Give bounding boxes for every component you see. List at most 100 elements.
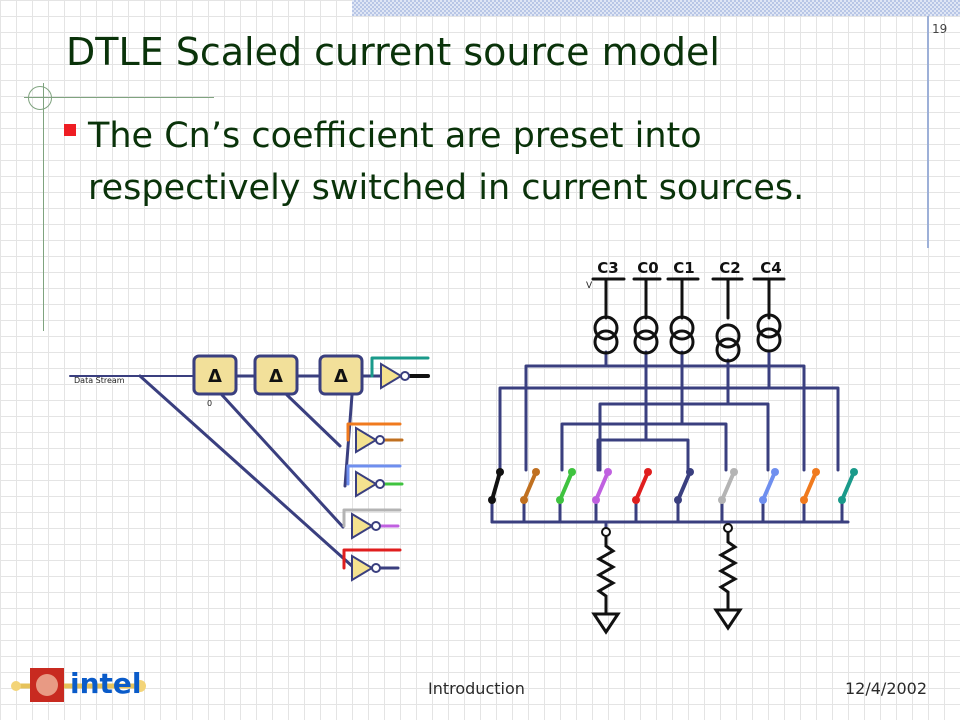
- switch-contact-top-8: [771, 468, 779, 476]
- current-source-ring-top: [756, 313, 782, 339]
- switch-arm-7: [720, 470, 736, 502]
- coefficient-label-C2: C2: [719, 259, 740, 277]
- resistor-left: [595, 536, 617, 614]
- bus-c3: [524, 350, 608, 472]
- switch-arm-2: [522, 470, 538, 502]
- switch-contact-top-6: [686, 468, 694, 476]
- coefficient-label-C1: C1: [673, 259, 694, 277]
- tap-gray-wire: [342, 508, 402, 528]
- tap-blue-wire: [346, 464, 402, 486]
- resistor-left-node: [601, 527, 611, 537]
- switch-contact-bottom-5: [632, 496, 640, 504]
- bus-c2-left: [598, 358, 730, 472]
- switch-contact-bottom-7: [718, 496, 726, 504]
- current-source-ring-top: [633, 315, 659, 341]
- switch-arm-3: [558, 470, 574, 502]
- footer-date: 12/4/2002: [845, 679, 928, 698]
- switch-contact-bottom-8: [759, 496, 767, 504]
- switch-contact-top-7: [730, 468, 738, 476]
- tap-wire-3: [285, 393, 342, 448]
- right-decor-rule: [927, 16, 929, 248]
- current-source-ring-top: [593, 315, 619, 341]
- bus-c3-right: [604, 364, 806, 472]
- data-stream-label: Data Stream: [74, 376, 125, 385]
- inverter-2-bubble: [375, 435, 385, 445]
- bus-c0-left: [596, 350, 648, 472]
- switch-contact-top-1: [496, 468, 504, 476]
- current-source-ring-top: [715, 323, 741, 349]
- delay-symbol: Δ: [208, 366, 222, 387]
- bullet-text: The Cn’s coefficient are preset into res…: [88, 116, 805, 208]
- current-source-ring-bottom: [715, 337, 741, 363]
- slide-title: DTLE Scaled current source model: [66, 30, 720, 74]
- intel-logo: intel: [11, 667, 146, 702]
- tap-wire-1: [138, 374, 354, 568]
- delay-box-1: [192, 354, 238, 396]
- switch-arm-6: [676, 470, 692, 502]
- intel-logo-text: intel: [70, 667, 142, 700]
- bus-c1-right: [680, 422, 728, 472]
- tap-orange-wire: [346, 422, 402, 442]
- switch-contact-top-4: [604, 468, 612, 476]
- current-source-ring-top: [669, 315, 695, 341]
- inverter-4-bubble: [371, 521, 381, 531]
- switch-contact-top-3: [568, 468, 576, 476]
- resistor-left-ground-icon: [591, 612, 621, 635]
- switch-arm-9: [802, 470, 818, 502]
- resistor-right-ground-icon: [713, 608, 743, 631]
- bus-c4-left: [498, 350, 771, 472]
- switch-arm-8: [761, 470, 777, 502]
- bus-c0-right: [644, 438, 690, 472]
- tap-wire-2: [220, 393, 345, 529]
- switch-contact-bottom-9: [800, 496, 808, 504]
- inverter-4: [351, 512, 374, 540]
- inverter-1-bubble: [400, 371, 410, 381]
- inverter-3-bubble: [375, 479, 385, 489]
- current-source-ring-bottom: [633, 329, 659, 355]
- v-label: V: [586, 281, 593, 291]
- delay-box-2: [253, 354, 299, 396]
- inverter-1: [380, 362, 403, 390]
- inverter-5-bubble: [371, 563, 381, 573]
- horizontal-decor-rule: [24, 97, 214, 98]
- bus-c1-left: [560, 350, 684, 472]
- bullet-square-icon: [64, 124, 76, 136]
- current-source-ring-bottom: [756, 327, 782, 353]
- current-source-ring-bottom: [593, 329, 619, 355]
- delay-symbol: Δ: [334, 366, 348, 387]
- vertical-decor-rule: [43, 83, 44, 331]
- inverter-3: [355, 470, 378, 498]
- delay-box-3: [318, 354, 364, 396]
- coefficient-label-C4: C4: [760, 259, 781, 277]
- switch-arm-4: [594, 470, 610, 502]
- switch-contact-bottom-10: [838, 496, 846, 504]
- switch-contact-bottom-6: [674, 496, 682, 504]
- switch-contact-bottom-1: [488, 496, 496, 504]
- crosshair-decor-circle: [28, 86, 52, 110]
- current-source-ring-bottom: [669, 329, 695, 355]
- switch-arm-10: [840, 470, 856, 502]
- switch-contact-bottom-3: [556, 496, 564, 504]
- switch-contact-top-10: [850, 468, 858, 476]
- top-decor-band: [352, 0, 960, 16]
- coefficient-label-C3: C3: [597, 259, 618, 277]
- bus-c4-right: [767, 386, 840, 472]
- tap-red-wire: [342, 548, 402, 570]
- tap-teal-wire: [370, 356, 430, 378]
- switch-arm-1: [490, 470, 502, 502]
- inverter-2: [355, 426, 378, 454]
- inverter-5: [351, 554, 374, 582]
- switch-contact-bottom-2: [520, 496, 528, 504]
- switch-contact-bottom-4: [592, 496, 600, 504]
- circuit-parts: [192, 313, 858, 635]
- switch-contact-top-2: [532, 468, 540, 476]
- resistor-right: [717, 532, 739, 610]
- switch-contact-top-9: [812, 468, 820, 476]
- bus-c2-right: [726, 402, 770, 472]
- slide-number: 19: [932, 22, 948, 36]
- coefficient-label-C0: C0: [637, 259, 658, 277]
- switch-arm-5: [634, 470, 650, 502]
- resistor-right-node: [723, 523, 733, 533]
